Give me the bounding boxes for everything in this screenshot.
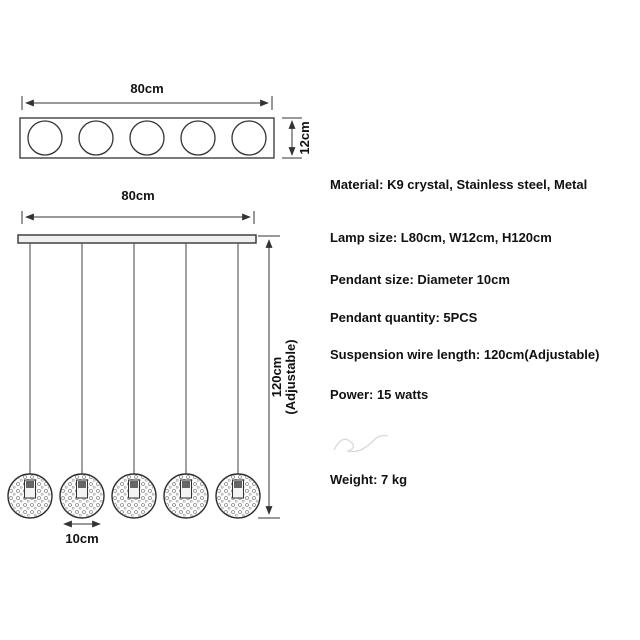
front-view-height-label: 120cm [269, 357, 284, 397]
ceiling-canopy-bar [17, 234, 257, 244]
front-view-width-label: 80cm [121, 188, 154, 203]
front-view-height-sublabel: (Adjustable) [283, 339, 298, 414]
spec-pendant-size: Pendant size: Diameter 10cm [330, 272, 510, 287]
top-view-lamp-circle [78, 120, 114, 156]
top-view-width-label: 80cm [130, 81, 163, 96]
watermark-scribble [333, 434, 389, 453]
top-view-width-dimension: 80cm [21, 81, 273, 110]
pendant-diameter-label: 10cm [65, 531, 98, 546]
pendant-diameter-dimension: 10cm [63, 520, 101, 546]
top-view-lamp-circle [27, 120, 63, 156]
top-view-lamp-circle [231, 120, 267, 156]
spec-power: Power: 15 watts [330, 387, 429, 402]
top-view-depth-dimension: 12cm [282, 117, 312, 159]
spec-lamp-size: Lamp size: L80cm, W12cm, H120cm [330, 230, 552, 245]
spec-wire-length: Suspension wire length: 120cm(Adjustable… [330, 347, 600, 362]
spec-pendant-qty: Pendant quantity: 5PCS [330, 310, 478, 325]
top-view-lamp-circle [129, 120, 165, 156]
spec-material: Material: K9 crystal, Stainless steel, M… [330, 177, 588, 192]
top-view: 80cm 12cm [19, 81, 312, 159]
front-view-height-dimension: 120cm (Adjustable) [258, 235, 298, 519]
front-view-width-dimension: 80cm [21, 188, 255, 224]
top-view-lamp-circle [180, 120, 216, 156]
spec-weight: Weight: 7 kg [330, 472, 408, 487]
front-view: 80cm 120cm (Adjustable) [7, 188, 298, 546]
top-view-housing [19, 117, 275, 159]
top-view-depth-label: 12cm [297, 121, 312, 154]
